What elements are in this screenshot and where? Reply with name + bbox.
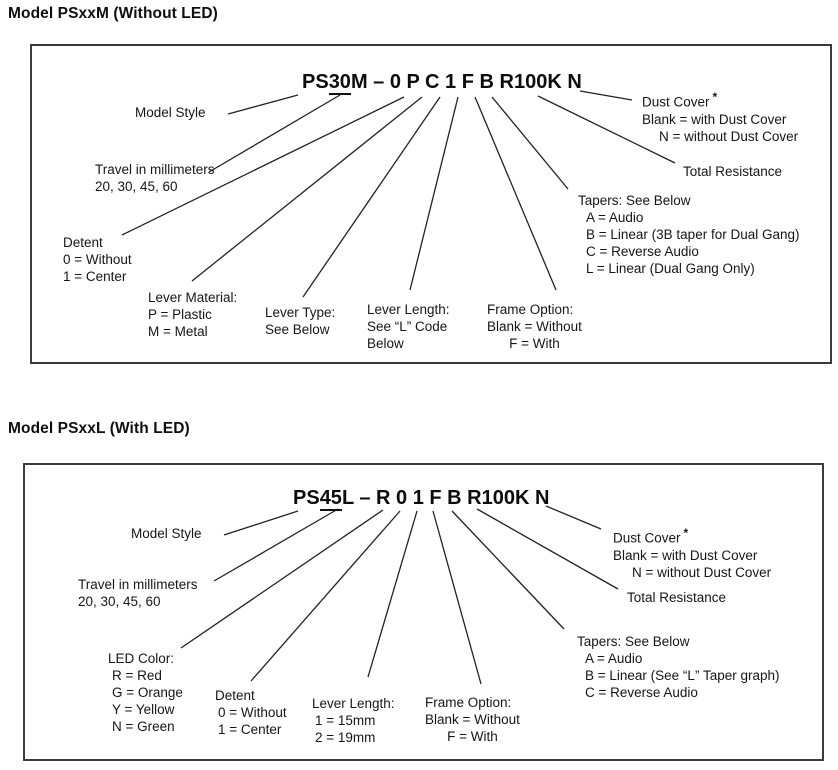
label-line: Model Style (135, 105, 206, 120)
label-detent: Detent 0 = Without 1 = Center (215, 687, 287, 738)
label-line: 0 = Without (218, 705, 287, 720)
label-dust-cover: Dust Cover* Blank = with Dust Cover N = … (642, 89, 798, 145)
label-travel: Travel in millimeters 20, 30, 45, 60 (95, 161, 215, 195)
diagram-box (23, 463, 824, 761)
part-number-travel-underlined: 45 (319, 487, 342, 511)
label-line: N = without Dust Cover (659, 128, 799, 144)
label-line: Lever Type: (265, 305, 336, 320)
label-model-style: Model Style (135, 104, 206, 121)
part-number: PS45L – R 0 1 F B R100K N (293, 487, 550, 511)
label-line: Lever Length: (312, 696, 395, 711)
label-line: Total Resistance (683, 164, 783, 179)
label-line: LED Color: (108, 651, 175, 666)
diagram-box (30, 44, 832, 364)
label-line: Blank = with Dust Cover (642, 111, 787, 127)
label-line: Travel in millimeters (78, 577, 198, 592)
label-total-resistance: Total Resistance (683, 163, 782, 180)
label-line: Detent (63, 235, 103, 250)
label-line: Lever Length: (367, 302, 450, 317)
asterisk-note: * (712, 90, 718, 104)
label-tapers: Tapers: See Below A = Audio B = Linear (… (577, 633, 779, 701)
label-line: 20, 30, 45, 60 (95, 179, 178, 194)
label-detent: Detent 0 = Without 1 = Center (63, 234, 132, 285)
label-line: See Below (265, 322, 330, 337)
label-line: 1 = Center (63, 269, 127, 284)
label-line: Total Resistance (627, 590, 727, 605)
label-line: C = Reverse Audio (585, 685, 698, 700)
asterisk-note: * (683, 526, 689, 540)
label-frame-option: Frame Option: Blank = Without F = With (487, 301, 582, 352)
label-lever-length: Lever Length: 1 = 15mm 2 = 19mm (312, 695, 395, 746)
dust-cover-heading: Dust Cover (642, 94, 710, 110)
label-dust-cover: Dust Cover* Blank = with Dust Cover N = … (613, 525, 771, 581)
label-line: 1 = 15mm (315, 713, 376, 728)
label-line: F = With (509, 336, 560, 351)
label-line: Dust Cover* (642, 89, 798, 111)
label-model-style: Model Style (131, 525, 202, 542)
part-number: PS30M – 0 P C 1 F B R100K N (302, 71, 582, 95)
label-line: Frame Option: (487, 302, 574, 317)
label-line: Dust Cover* (613, 525, 771, 547)
label-line: B = Linear (3B taper for Dual Gang) (586, 227, 800, 242)
label-line: Y = Yellow (112, 702, 175, 717)
part-number-travel-underlined: 30 (328, 71, 351, 95)
label-line: Frame Option: (425, 695, 512, 710)
label-line: P = Plastic (148, 307, 212, 322)
label-total-resistance: Total Resistance (627, 589, 726, 606)
label-led-color: LED Color: R = Red G = Orange Y = Yellow… (108, 650, 183, 735)
label-line: R = Red (112, 668, 162, 683)
label-line: 20, 30, 45, 60 (78, 594, 161, 609)
label-line: 0 = Without (63, 252, 132, 267)
label-travel: Travel in millimeters 20, 30, 45, 60 (78, 576, 198, 610)
part-number-prefix: PS (293, 487, 320, 509)
label-frame-option: Frame Option: Blank = Without F = With (425, 694, 520, 745)
label-line: Detent (215, 688, 255, 703)
label-line: C = Reverse Audio (586, 244, 699, 259)
label-line: Tapers: See Below (577, 634, 690, 649)
label-line: B = Linear (See “L” Taper graph) (585, 668, 780, 683)
label-line: Tapers: See Below (578, 193, 691, 208)
label-lever-material: Lever Material: P = Plastic M = Metal (148, 289, 237, 340)
label-line: A = Audio (586, 210, 644, 225)
diagram-title: Model PSxxL (With LED) (8, 420, 190, 437)
label-line: Blank = Without (425, 712, 520, 727)
dust-cover-heading: Dust Cover (613, 530, 681, 546)
label-line: Below (367, 336, 404, 351)
label-line: F = With (447, 729, 498, 744)
diagram-title: Model PSxxM (Without LED) (8, 5, 218, 22)
part-number-prefix: PS (302, 71, 329, 93)
label-line: N = without Dust Cover (632, 564, 772, 580)
part-number-rest: L – R 0 1 F B R100K N (341, 487, 550, 509)
label-line: L = Linear (Dual Gang Only) (586, 261, 755, 276)
label-tapers: Tapers: See Below A = Audio B = Linear (… (578, 192, 800, 277)
label-line: 2 = 19mm (315, 730, 376, 745)
label-lever-type: Lever Type: See Below (265, 304, 335, 338)
label-line: N = Green (112, 719, 175, 734)
label-lever-length: Lever Length: See “L” Code Below (367, 301, 450, 352)
label-line: G = Orange (112, 685, 183, 700)
label-line: Blank = Without (487, 319, 582, 334)
label-line: See “L” Code (367, 319, 448, 334)
label-line: A = Audio (585, 651, 643, 666)
label-line: Model Style (131, 526, 202, 541)
part-number-rest: M – 0 P C 1 F B R100K N (350, 71, 582, 93)
label-line: Lever Material: (148, 290, 238, 305)
label-line: Travel in millimeters (95, 162, 215, 177)
label-line: 1 = Center (218, 722, 282, 737)
label-line: Blank = with Dust Cover (613, 547, 758, 563)
label-line: M = Metal (148, 324, 208, 339)
